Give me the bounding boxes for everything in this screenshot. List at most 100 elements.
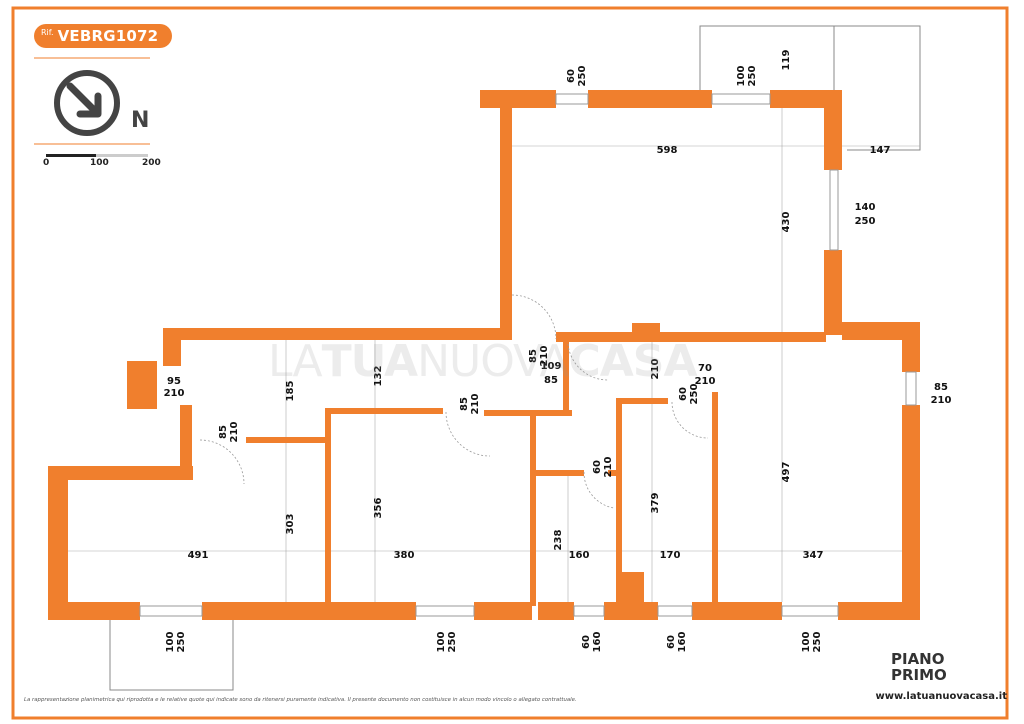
dimension-label: 491 — [188, 550, 209, 561]
dimension-label: 119 — [781, 50, 792, 71]
dimension-label: 238 — [553, 530, 564, 551]
scale-label-0: 0 — [43, 158, 50, 168]
dimension-label: 60 — [581, 635, 592, 649]
dimension-label: 430 — [781, 212, 792, 233]
balcony-top — [699, 25, 835, 92]
dimension-label: 100 — [165, 632, 176, 653]
wall-segment — [604, 602, 658, 620]
dimension-lines — [68, 108, 920, 602]
reference-prefix: Rif. — [41, 27, 54, 37]
dimension-label: 250 — [689, 384, 700, 405]
window — [573, 605, 605, 617]
dimension-label: 95 — [167, 376, 181, 387]
wall-segment — [902, 405, 920, 620]
door-swing — [445, 411, 491, 457]
dimension-label: 100 — [436, 632, 447, 653]
dimension-label: 210 — [695, 376, 716, 387]
watermark: LATUANUOVACASA — [268, 336, 698, 387]
wall-segment — [48, 466, 68, 620]
wall-segment — [616, 398, 668, 404]
dimension-label: 250 — [747, 66, 758, 87]
wall-segment — [556, 332, 826, 342]
dimension-label: 185 — [285, 381, 296, 402]
dimension-label: 210 — [650, 359, 661, 380]
dimension-label: 210 — [539, 346, 550, 367]
window — [829, 169, 839, 251]
wall-segment — [246, 437, 328, 443]
dimension-label: 303 — [285, 514, 296, 535]
page-border — [11, 6, 1009, 720]
floor-title: PIANO PRIMO — [891, 651, 1001, 683]
dimension-label: 210 — [603, 457, 614, 478]
dimension-label: 598 — [657, 145, 678, 156]
wall-segment — [484, 410, 572, 416]
dimension-label: 85 — [544, 375, 558, 386]
dimension-label: 85 — [459, 397, 470, 411]
compass — [54, 70, 120, 136]
scale-label-200: 200 — [142, 158, 161, 168]
dimension-label: 210 — [931, 395, 952, 406]
wall-segment — [48, 602, 140, 620]
dimension-label: 210 — [164, 388, 185, 399]
dimension-label: 100 — [736, 66, 747, 87]
walls — [48, 90, 920, 620]
terrace-right — [834, 25, 921, 151]
wall-segment — [838, 602, 920, 620]
website-url: www.latuanuovacasa.it — [875, 691, 1007, 702]
floor-title-line2: PRIMO — [891, 666, 947, 684]
door-swing — [671, 401, 709, 439]
dimension-label: 85 — [528, 349, 539, 363]
door-swing — [199, 439, 245, 485]
dimension-label: 132 — [373, 366, 384, 387]
window — [139, 605, 203, 617]
door-swing — [567, 343, 609, 381]
dimension-label: 379 — [650, 493, 661, 514]
wall-segment — [622, 572, 644, 610]
dimension-label: 347 — [803, 550, 824, 561]
dimension-label: 250 — [447, 632, 458, 653]
windows — [139, 93, 917, 617]
door-swing — [583, 471, 615, 509]
wall-segment — [530, 410, 536, 606]
wall-segment — [480, 90, 556, 108]
wall-segment — [180, 405, 192, 467]
dimension-label: 250 — [812, 632, 823, 653]
dimension-label: 60 — [566, 69, 577, 83]
dimension-label: 497 — [781, 462, 792, 483]
compass-circle — [54, 70, 120, 136]
wall-segment — [588, 90, 712, 108]
floor-title-line1: PIANO — [891, 650, 945, 668]
dimension-label: 170 — [660, 550, 681, 561]
dimension-label: 160 — [677, 632, 688, 653]
wall-segment — [530, 470, 584, 476]
wall-segment — [538, 602, 574, 620]
wall-segment — [692, 602, 782, 620]
window — [415, 605, 475, 617]
wall-segment — [500, 100, 512, 340]
window — [905, 371, 917, 406]
dimension-label: 70 — [698, 363, 712, 374]
wall-segment — [842, 322, 920, 340]
wall-segment — [632, 323, 660, 337]
scale-bar-segment — [96, 154, 148, 157]
dimension-label: 60 — [666, 635, 677, 649]
dimension-label: 147 — [870, 145, 891, 156]
dimension-label: 109 — [541, 361, 562, 372]
window — [711, 93, 771, 105]
wall-segment — [616, 398, 622, 606]
door-swings — [199, 294, 709, 509]
wall-segment — [902, 322, 920, 372]
wall-segment — [325, 408, 331, 608]
disclaimer-text: La rappresentazione planimetrica qui rip… — [24, 697, 577, 703]
wall-segment — [202, 602, 416, 620]
reference-badge: Rif. VEBRG1072 — [34, 24, 172, 48]
balcony-bottom-left — [109, 612, 234, 691]
dimension-label: 160 — [592, 632, 603, 653]
wall-segment — [48, 466, 193, 480]
wall-segment — [325, 408, 443, 414]
north-arrow-icon — [66, 82, 102, 118]
wall-segment — [824, 90, 842, 170]
